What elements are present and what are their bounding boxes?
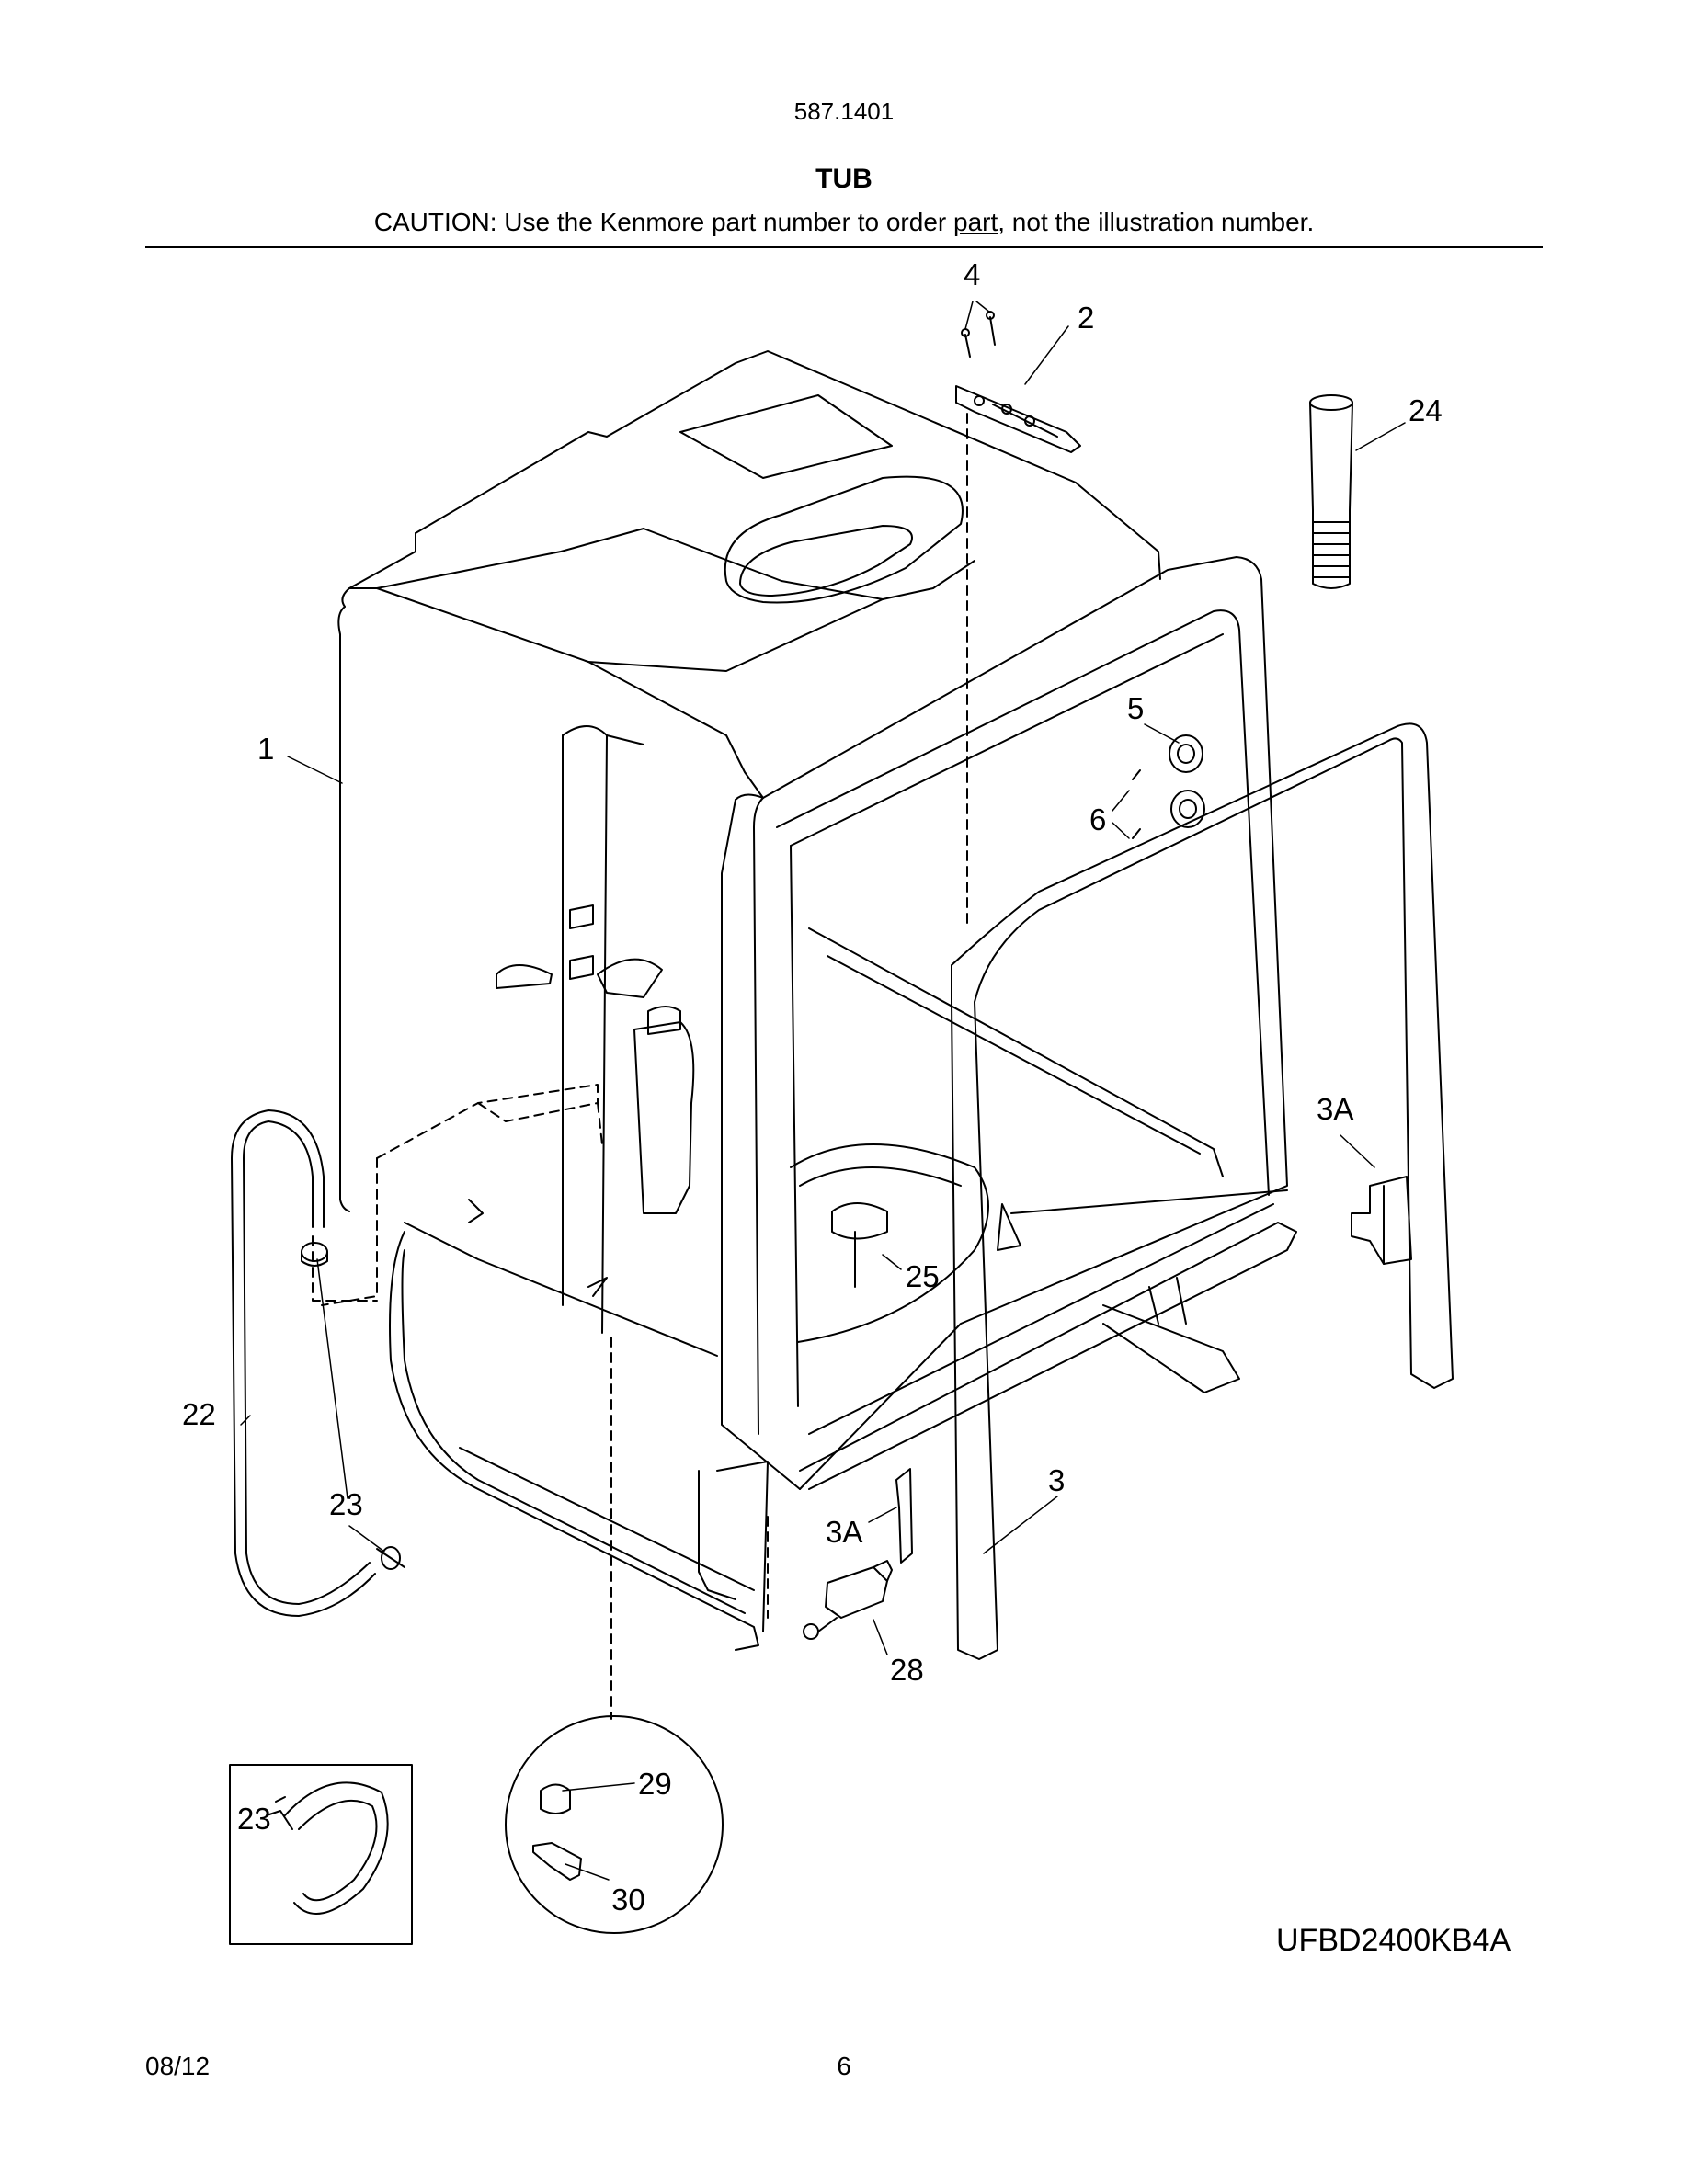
- callout-3: 3: [1048, 1463, 1065, 1497]
- callout-3a-lower: 3A: [826, 1515, 862, 1549]
- footer-date: 08/12: [145, 2052, 211, 2080]
- screws: [961, 311, 996, 358]
- switch: [803, 1560, 893, 1640]
- small-parts-inset: [505, 1715, 724, 1934]
- callout-4: 4: [964, 257, 980, 291]
- callout-2: 2: [1078, 301, 1094, 335]
- tub-exploded-diagram: 1 2 3 3A 3A 4 5 6 22 23 23 24 25 28 29 3…: [182, 257, 1454, 1945]
- callout-30: 30: [611, 1883, 645, 1917]
- callout-23-inset: 23: [237, 1802, 271, 1836]
- callout-29: 29: [638, 1767, 672, 1801]
- callout-25: 25: [906, 1259, 940, 1293]
- hinge-bracket: [955, 385, 1081, 453]
- clip-lower: [895, 1468, 913, 1564]
- caution-text-end: , not the illustration number.: [998, 208, 1315, 236]
- callout-23: 23: [329, 1487, 363, 1521]
- callout-22: 22: [182, 1397, 216, 1431]
- door-gasket: [951, 722, 1454, 1660]
- callout-6: 6: [1089, 802, 1106, 836]
- caution-underlined-word: part: [953, 208, 998, 236]
- callout-28: 28: [890, 1653, 924, 1687]
- hose-fitting: [1309, 394, 1353, 589]
- assembly-guide-lines: [312, 413, 968, 1720]
- clip-right: [1351, 1176, 1412, 1265]
- diagram-id: UFBD2400KB4A: [1276, 1923, 1511, 1958]
- callout-3a-right: 3A: [1317, 1092, 1353, 1126]
- clamps: [301, 1242, 405, 1570]
- page-title: TUB: [815, 164, 873, 194]
- tub-body: [337, 350, 1297, 1651]
- caution-text-start: CAUTION: Use the Kenmore part number to …: [373, 208, 953, 236]
- header-rule: [145, 246, 1543, 248]
- callout-24: 24: [1409, 393, 1443, 427]
- callout-labels: 1 2 3 3A 3A 4 5 6 22 23 23 24 25 28 29 3…: [182, 257, 1443, 1917]
- page-number: 6: [837, 2052, 851, 2080]
- callout-1: 1: [257, 732, 274, 766]
- leader-lines: [240, 301, 1406, 1881]
- caution-note: CAUTION: Use the Kenmore part number to …: [0, 208, 1688, 237]
- fasteners: [1132, 734, 1205, 839]
- callout-5: 5: [1127, 691, 1144, 725]
- model-code: 587.1401: [793, 97, 895, 125]
- clamp-inset: [229, 1764, 413, 1945]
- hose: [231, 1109, 376, 1617]
